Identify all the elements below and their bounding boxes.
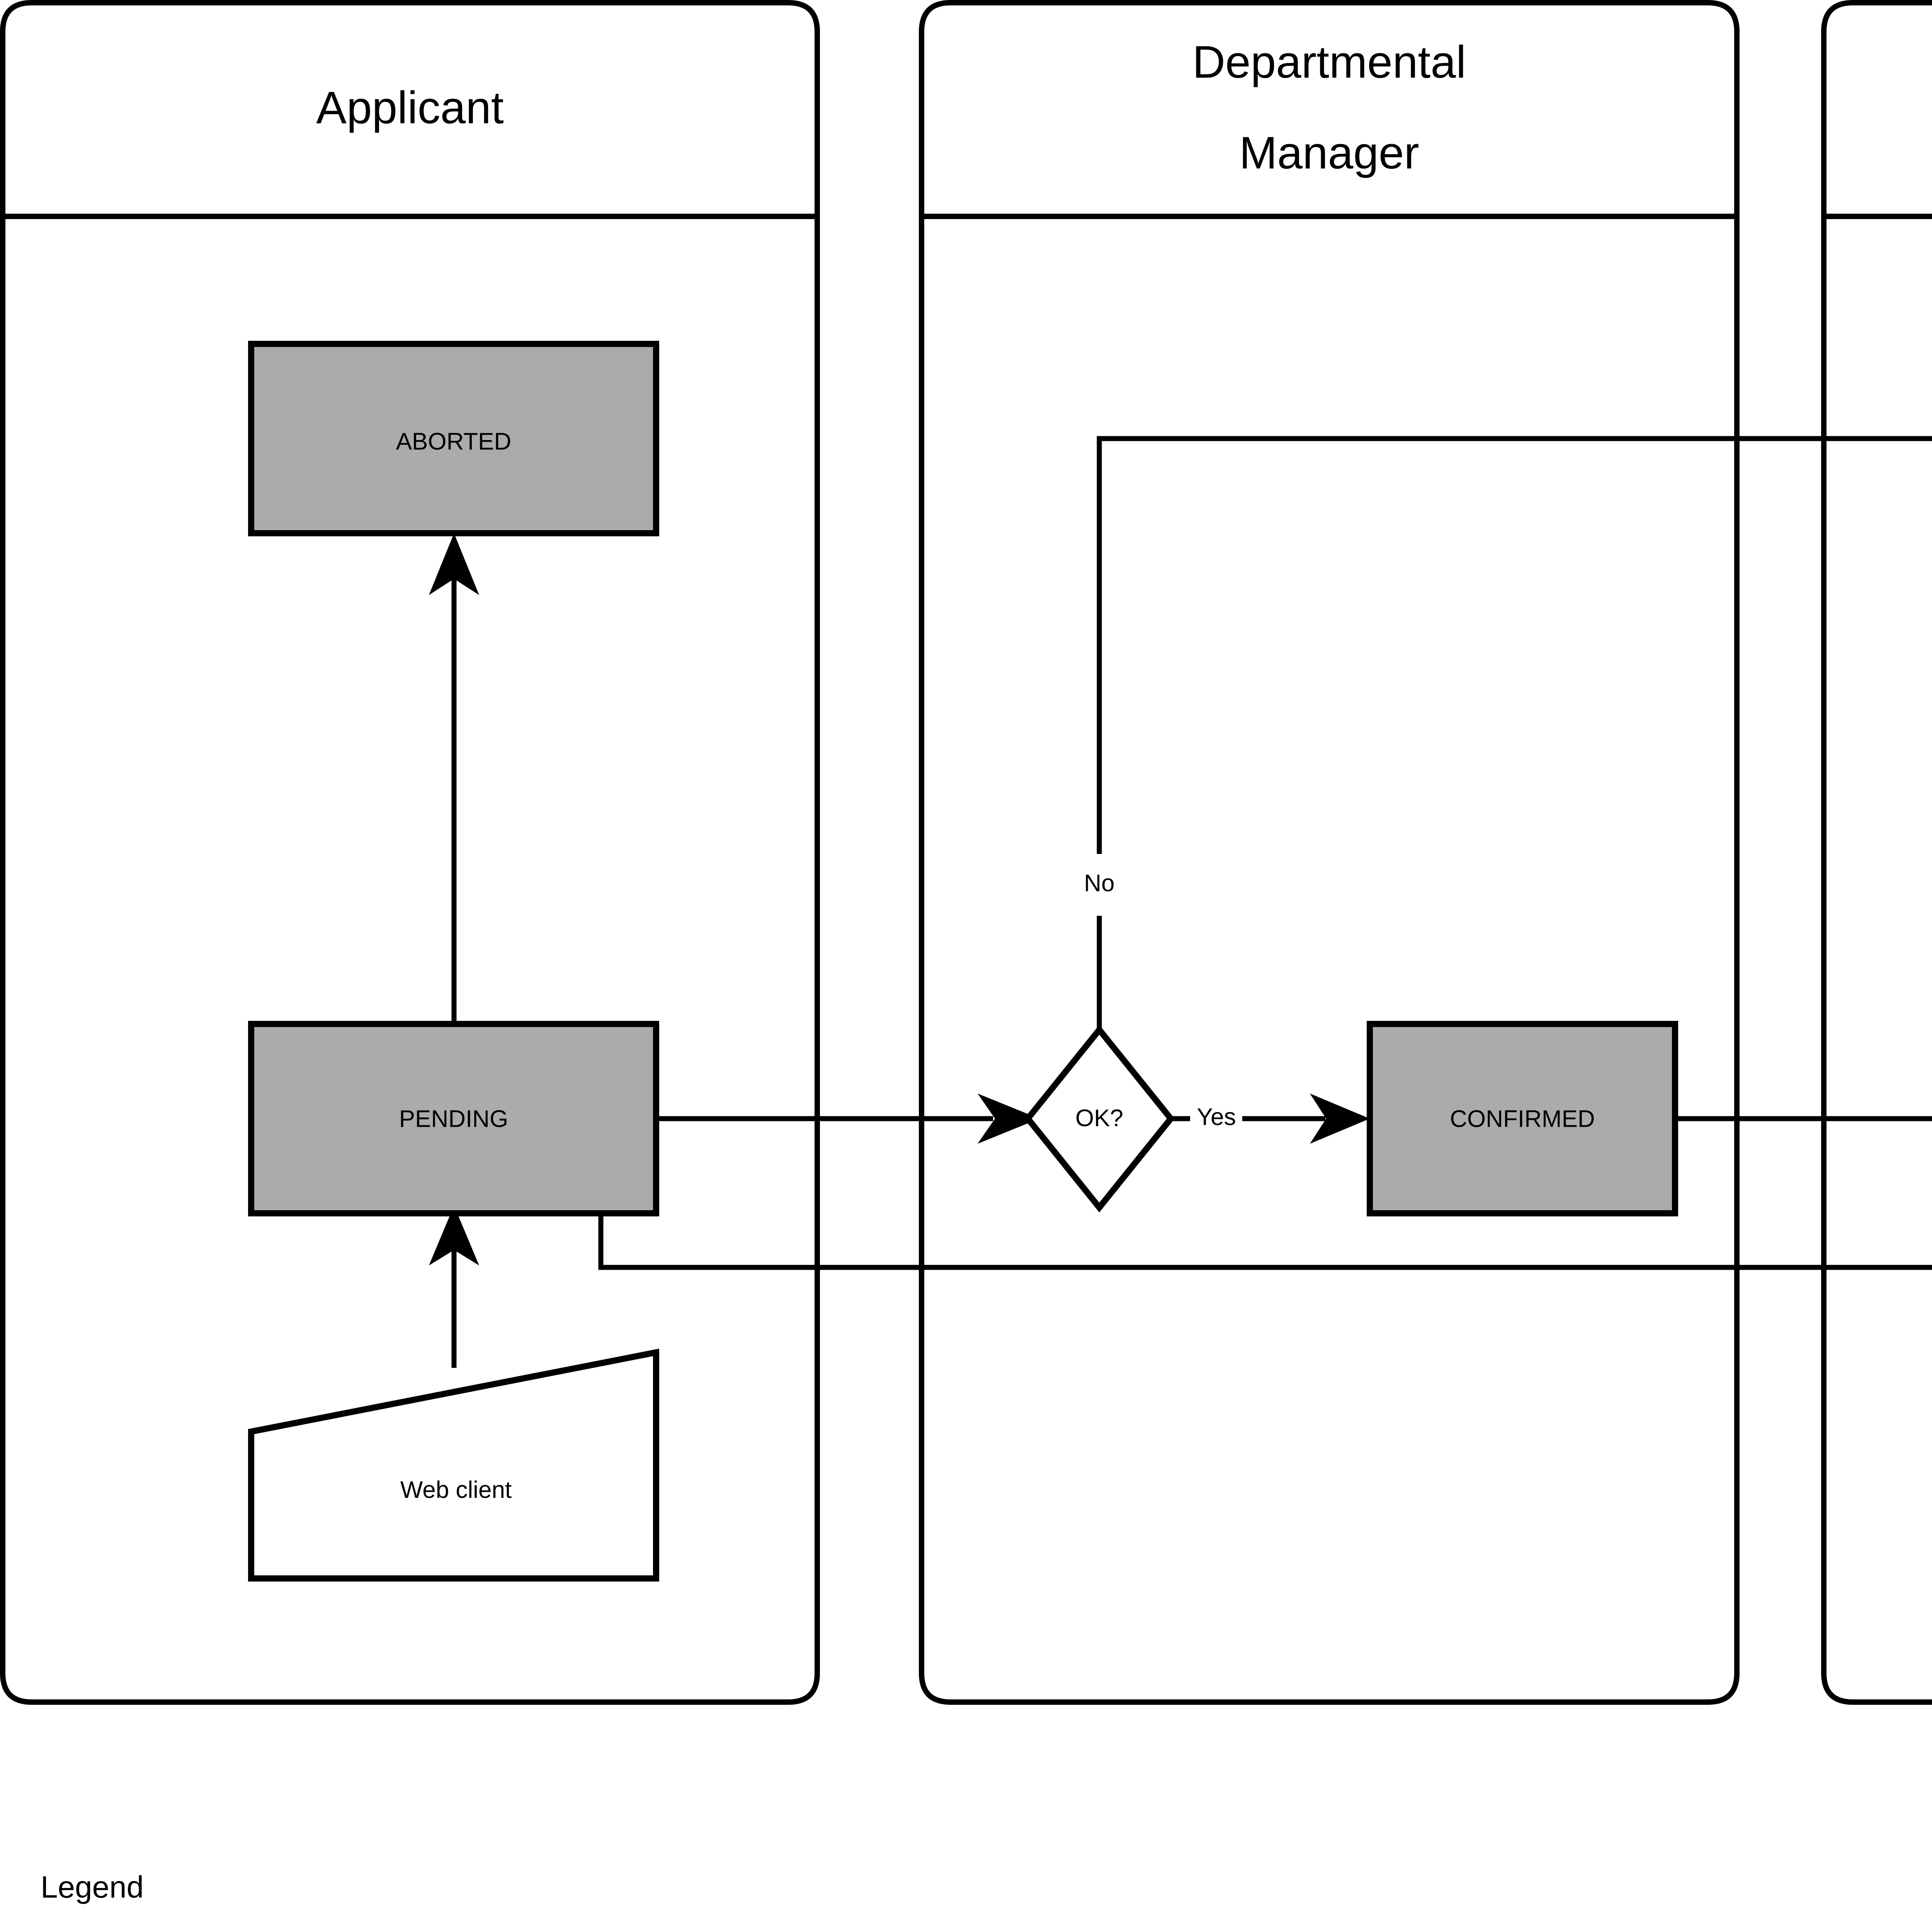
- node-confirmed-shape: [1367, 1021, 1678, 1216]
- node-aborted-label: ABORTED: [396, 428, 512, 455]
- node-confirmed[interactable]: CONFIRMED: [1367, 1021, 1678, 1216]
- edge-ok-dept-to-confirmed: Yes: [1159, 1094, 1370, 1144]
- lane-applicant-title: Applicant: [316, 82, 503, 133]
- edge-pending-to-aborted: [429, 533, 479, 1028]
- edge-pending-to-ok-hr-loop: [598, 1211, 1932, 1270]
- node-webclient-shape: [248, 1349, 659, 1582]
- edge-pending-to-ok-dept: [657, 1094, 1039, 1144]
- node-webclient-label: Web client: [400, 1476, 512, 1503]
- lane-dept-manager-title-line1: Departmental: [1192, 37, 1466, 88]
- edge-confirmed-to-ok-hr: [1669, 1116, 1932, 1121]
- lane-applicant[interactable]: Applicant: [0, 0, 820, 1705]
- lane-dept-manager-title-line2: Manager: [1239, 128, 1419, 179]
- node-ok-dept-shape: [1024, 1025, 1175, 1213]
- arrowhead-up: [429, 1206, 479, 1265]
- lane-dept-manager-header: [919, 0, 1740, 219]
- lane-hr-header: [1821, 0, 1932, 219]
- node-ok-dept-label: OK?: [1075, 1105, 1123, 1131]
- edge-ok-dept-to-rejected: No: [1084, 436, 1932, 1039]
- node-pending-label: PENDING: [399, 1105, 508, 1132]
- lane-applicant-header: [0, 0, 820, 219]
- lane-dept-manager-body: [919, 214, 1740, 1705]
- legend: Legend Status CONFIRMED: [41, 1870, 144, 1904]
- node-pending[interactable]: PENDING: [248, 1021, 659, 1216]
- edge-webclient-to-pending: [429, 1206, 479, 1368]
- node-webclient[interactable]: Web client: [248, 1349, 659, 1582]
- lane-dept-manager[interactable]: Departmental Manager: [919, 0, 1740, 1705]
- edge-label-no-dept: No: [1084, 870, 1114, 896]
- lane-hr-body: [1821, 214, 1932, 1705]
- edge-label-yes-dept: Yes: [1197, 1104, 1236, 1130]
- arrowhead-right: [1310, 1094, 1370, 1144]
- arrowhead-right: [978, 1094, 1039, 1144]
- node-confirmed-label: CONFIRMED: [1450, 1105, 1595, 1132]
- node-aborted[interactable]: ABORTED: [248, 341, 659, 536]
- arrowhead-up: [429, 533, 479, 595]
- node-aborted-shape: [248, 341, 659, 536]
- node-ok-dept[interactable]: OK?: [1024, 1025, 1175, 1213]
- lane-hr[interactable]: HR Department: [1821, 0, 1932, 1705]
- lane-applicant-body: [0, 214, 820, 1705]
- node-pending-shape: [248, 1021, 659, 1216]
- legend-title: Legend: [41, 1870, 144, 1904]
